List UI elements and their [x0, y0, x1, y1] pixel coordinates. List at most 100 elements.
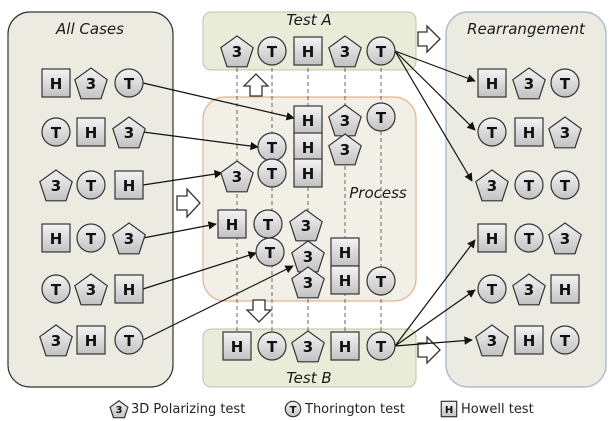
token-label: 3 [124, 124, 134, 142]
connector-arrow [394, 239, 476, 347]
token-label: T [560, 332, 571, 350]
connector-arrow [394, 336, 473, 347]
circle-t-icon: T [253, 209, 283, 239]
circle-t-icon: T [41, 274, 71, 304]
token-label: 3 [487, 177, 497, 195]
token-label: T [487, 124, 498, 142]
token-label: T [267, 139, 278, 157]
token-label: H [85, 124, 98, 142]
token-label: H [339, 244, 352, 262]
token-label: 3 [232, 43, 242, 61]
token-label: T [86, 230, 97, 248]
token-label: T [124, 75, 135, 93]
token-label: 3 [86, 75, 96, 93]
token-label: T [376, 43, 387, 61]
token-label: H [85, 332, 98, 350]
circle-t-icon: T [550, 68, 580, 98]
pentagon-3-icon: 3 [112, 222, 146, 255]
test-a-title: Test A [286, 11, 331, 29]
token-label: H [123, 281, 136, 299]
token-label: H [302, 112, 315, 130]
connector-arrow [394, 50, 476, 83]
token-label: H [231, 338, 244, 356]
token-label: 3 [340, 112, 350, 130]
pentagon-3-icon: 3 [291, 330, 325, 363]
square-h-icon: H [293, 105, 323, 135]
token-label: T [267, 338, 278, 356]
token-label: H [523, 332, 536, 350]
arrow-down-to-test-b-icon [245, 299, 273, 323]
token-label: 3 [86, 281, 96, 299]
token-label: T [51, 281, 62, 299]
token-label: 3 [340, 141, 350, 159]
token-label: T [524, 230, 535, 248]
token-label: H [559, 281, 572, 299]
square-h-icon: H [114, 170, 144, 200]
square-h-icon: H [477, 68, 507, 98]
circle-t-icon: T [514, 170, 544, 200]
token-label: H [302, 165, 315, 183]
circle-t-icon: T [550, 170, 580, 200]
token-label: T [560, 75, 571, 93]
pentagon-3-icon: 3 [220, 35, 254, 68]
token-label: H [123, 177, 136, 195]
square-h-icon: H [330, 331, 360, 361]
square-h-icon: H [41, 68, 71, 98]
square-h-icon: H [293, 158, 323, 188]
token-label: 3 [124, 230, 134, 248]
arrow-into-rearrangement-bottom-icon [417, 335, 441, 365]
circle-t-icon: T [550, 325, 580, 355]
token-label: 3 [232, 168, 242, 186]
pentagon-3-icon: 3 [475, 169, 509, 202]
square-h-icon: H [222, 331, 252, 361]
token-label: T [86, 177, 97, 195]
square-h-icon: H [76, 325, 106, 355]
token-label: T [376, 109, 387, 127]
pentagon-3-icon: 3 [74, 67, 108, 100]
square-h-icon: H [477, 223, 507, 253]
token-label: 3 [303, 248, 313, 266]
connector-arrow [142, 131, 259, 151]
square-h-icon: H [330, 265, 360, 295]
token-label: H [523, 124, 536, 142]
circle-t-icon: T [257, 331, 287, 361]
square-h-icon: H [514, 325, 544, 355]
connector-arrow [142, 221, 217, 239]
arrow-up-to-test-a-icon [242, 73, 270, 97]
token-label: H [50, 75, 63, 93]
token-label: 3 [51, 177, 61, 195]
connector-arrow [142, 82, 295, 121]
token-label: 3 [524, 75, 534, 93]
square-h-icon: H [76, 117, 106, 147]
circle-t-icon: T [477, 117, 507, 147]
connector-arrow [394, 50, 473, 182]
legend-thorington-label: Thorington test [304, 402, 405, 417]
token-label: H [486, 75, 499, 93]
pentagon-3-icon: 3 [291, 266, 325, 299]
token-label: 3 [303, 274, 313, 292]
token-label: T [265, 244, 276, 262]
test-b-title: Test B [286, 369, 331, 387]
token-label: 3 [487, 332, 497, 350]
connection-arrows [142, 50, 476, 347]
pentagon-3-icon: 3 [220, 160, 254, 193]
circle-t-icon: T [76, 223, 106, 253]
square-h-icon: H [550, 274, 580, 304]
legend-howell-label: Howell test [461, 402, 534, 417]
pentagon-3-icon: 3 [548, 116, 582, 149]
token-label: H [339, 338, 352, 356]
token-label: H [339, 272, 352, 290]
pentagon-3-icon: 3 [512, 67, 546, 100]
square-h-icon: H [293, 36, 323, 66]
pentagon-3-icon: 3 [112, 116, 146, 149]
circle-t-icon: T [284, 400, 302, 418]
circle-t-icon: T [366, 266, 396, 296]
square-h-icon: H [293, 132, 323, 162]
circle-t-icon: T [477, 274, 507, 304]
token-label: H [302, 43, 315, 61]
square-h-icon: H [514, 117, 544, 147]
rearrangement-title: Rearrangement [467, 20, 586, 38]
token-label: T [51, 124, 62, 142]
